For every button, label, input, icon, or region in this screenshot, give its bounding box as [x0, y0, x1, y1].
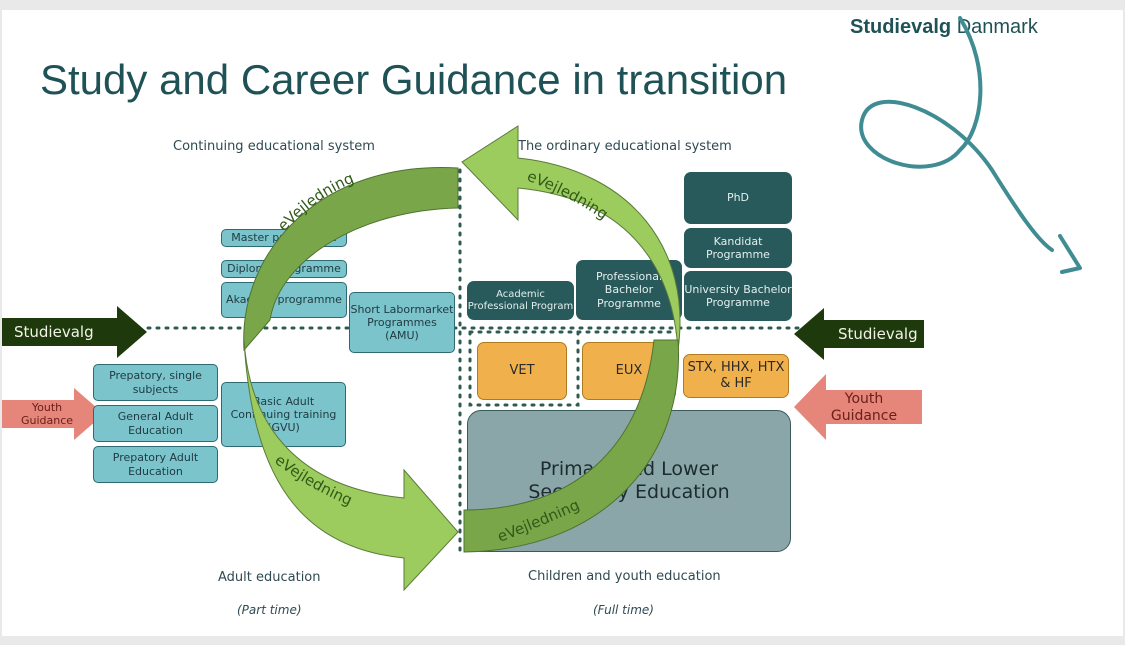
box-kandidat: Kandidat Programme	[684, 228, 792, 268]
box-stx: STX, HHX, HTX & HF	[683, 354, 789, 398]
cycle-arc-upper-left	[243, 167, 459, 352]
box-phd: PhD	[684, 172, 792, 224]
box-basic-adult: Basic Adult Continuing training (GVU)	[221, 382, 346, 447]
box-prepatory-adult: Prepatory Adult Education	[93, 446, 218, 483]
box-general-adult: General Adult Education	[93, 405, 218, 442]
cycle-arc-upper-right	[461, 125, 681, 351]
box-short-labour: Short Labormarket Programmes (AMU)	[349, 292, 455, 353]
page-title: Study and Career Guidance in transition	[40, 56, 788, 103]
studievalg-right-arrow: Studievalg	[838, 325, 918, 343]
youth-left-arrow: Youth Guidance	[20, 400, 74, 427]
box-professional-bachelor: Professional Bachelor Programme	[576, 260, 682, 320]
box-academic-professional: Academic Professional Program	[467, 281, 574, 320]
box-university-bachelor: University Bachelor Programme	[684, 271, 792, 321]
slide: Studievalg Danmark Study and Career Guid…	[2, 10, 1123, 636]
evejledning-cycle: eVejledning eVejledning eVejledning eVej…	[243, 125, 681, 592]
youth-left-arrow-shape	[2, 388, 104, 440]
cycle-arc-lower-left	[243, 339, 459, 592]
box-prepatory: Prepatory, single subjects	[93, 364, 218, 401]
label-full-time: (Full time)	[593, 603, 654, 617]
brand-left: Studievalg	[850, 16, 952, 38]
youth-right-arrow: Youth Guidance	[830, 391, 898, 424]
studievalg-left-arrow-shape	[2, 306, 147, 358]
brand-swoosh-icon	[859, 16, 1082, 274]
box-vet: VET	[477, 342, 567, 400]
studievalg-left-arrow: Studievalg	[14, 323, 94, 341]
brand-logo: Studievalg Danmark	[850, 16, 1038, 39]
cycle-arc-lower-right	[463, 339, 680, 553]
label-adult: Adult education	[218, 570, 321, 585]
youth-right-arrow-shape	[794, 374, 922, 440]
label-ordinary: The ordinary educational system	[518, 139, 732, 154]
label-children: Children and youth education	[528, 569, 721, 584]
studievalg-right-arrow-shape	[794, 308, 924, 360]
label-part-time: (Part time)	[237, 603, 302, 617]
brand-right: Danmark	[956, 16, 1038, 38]
label-continuing: Continuing educational system	[173, 139, 375, 154]
